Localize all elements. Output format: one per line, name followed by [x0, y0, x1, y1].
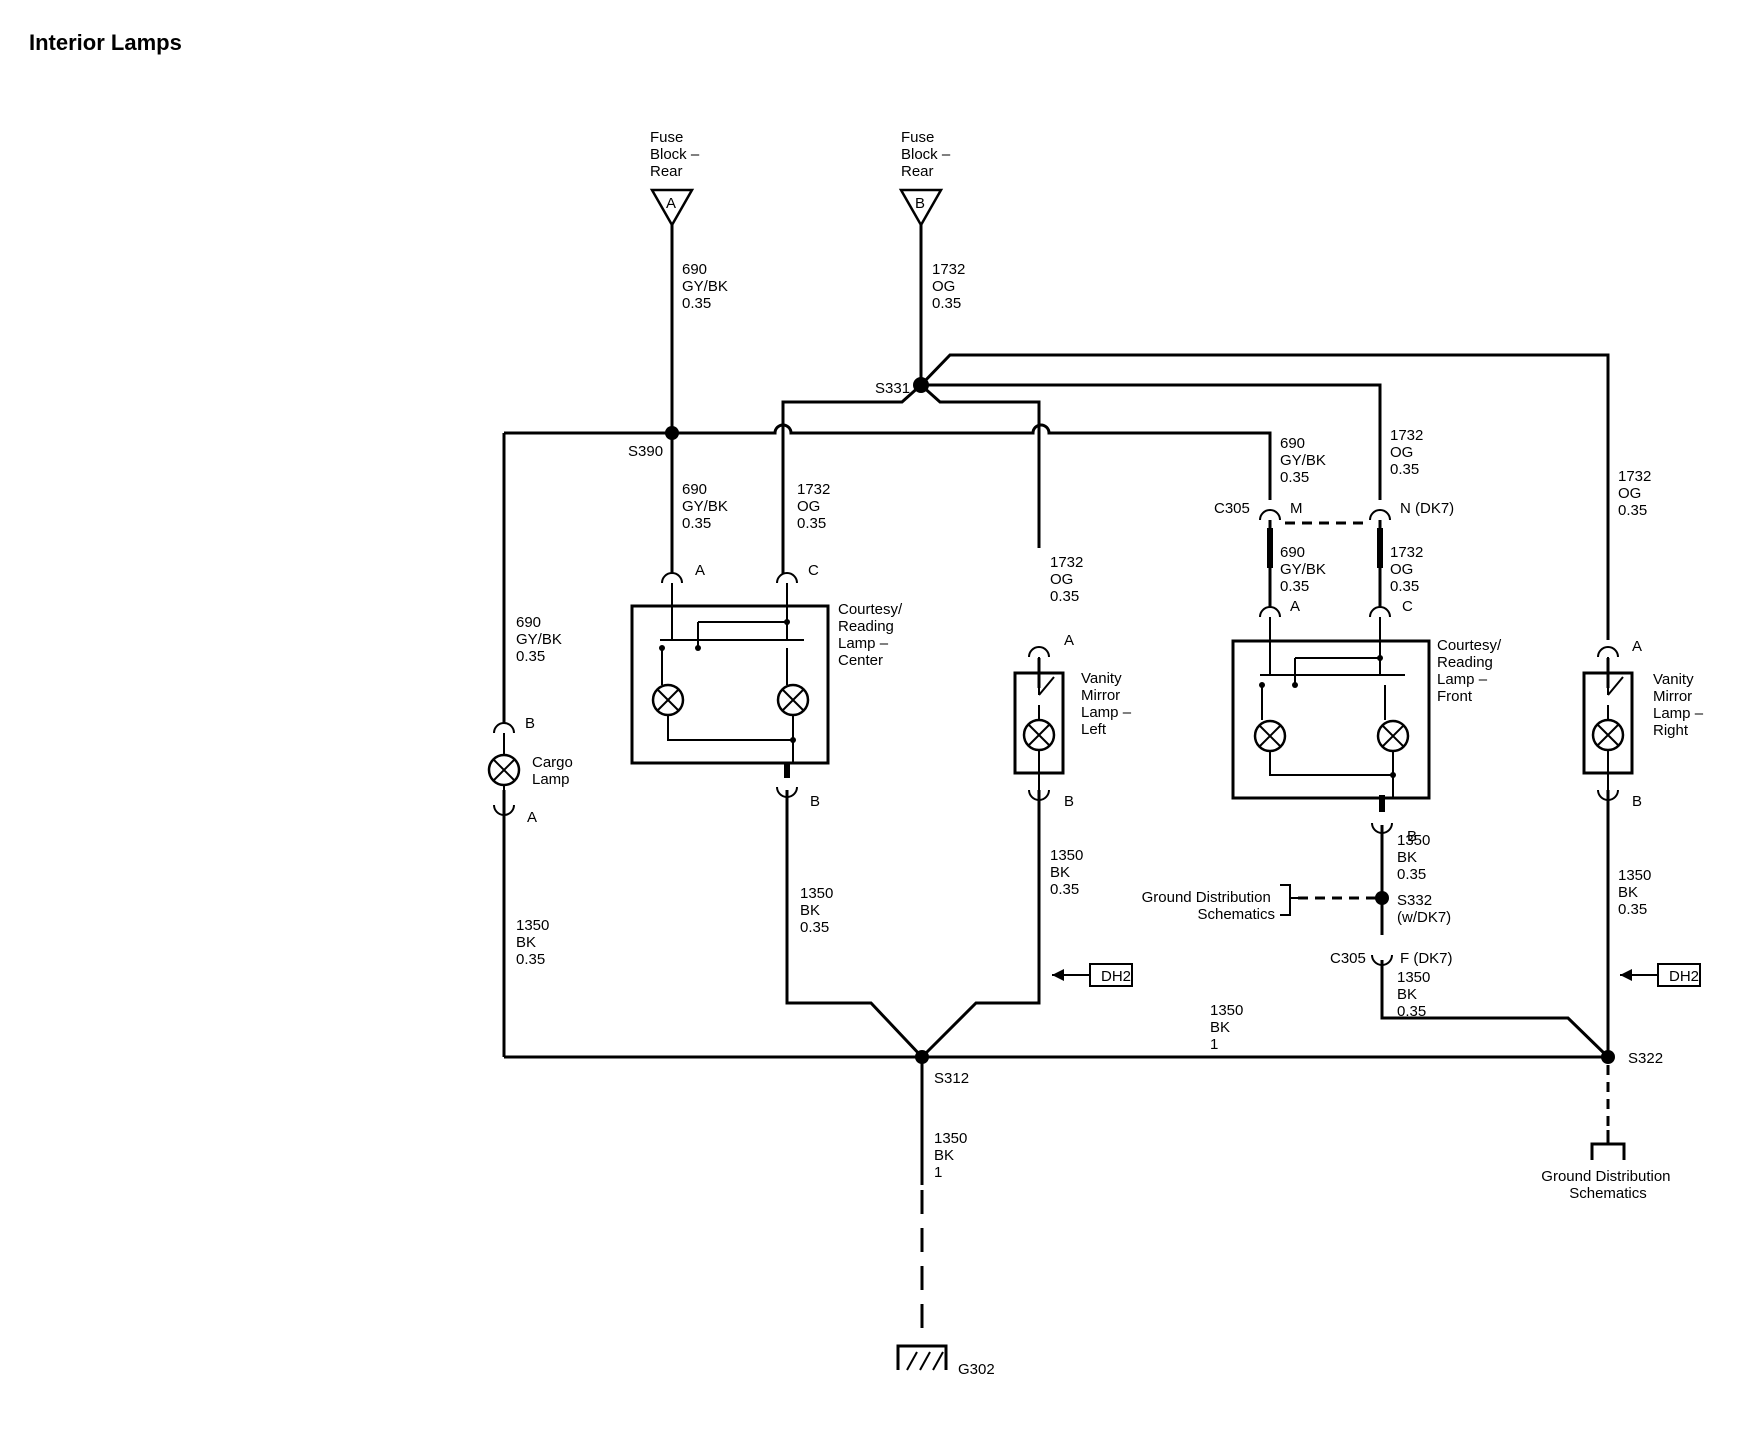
wire-1350-ground: 1350 BK 1 [934, 1130, 972, 1181]
courtesy-lamp-front [1231, 617, 1431, 800]
wire-1350-center: 1350 BK 0.35 [800, 885, 838, 936]
ground-g302-symbol [896, 1344, 948, 1371]
wire-1350-vanleft: 1350 BK 0.35 [1050, 847, 1088, 898]
vanity-lamp-right [1582, 657, 1634, 790]
fuse-block-a [649, 188, 695, 228]
connector-c305-f: F (DK7) [1400, 950, 1453, 967]
page-title: Interior Lamps [29, 30, 182, 55]
ref-ground-dist-right: Ground Distribution Schematics [1541, 1168, 1674, 1202]
wire-690-cargo: 690 GY/BK 0.35 [516, 614, 566, 665]
pin-center-c: C [808, 562, 819, 579]
wire-690-front: 690 GY/BK 0.35 [1280, 544, 1330, 595]
wire-1732-center: 1732 OG 0.35 [797, 481, 835, 532]
wire-1732-c305: 1732 OG 0.35 [1390, 427, 1428, 478]
connector-c305-bottom: C305 [1330, 950, 1366, 967]
pin-vanright-b: B [1632, 793, 1642, 810]
dh2-left-box [1089, 963, 1133, 987]
ground-dist-left-bracket [1280, 884, 1300, 916]
fuse-b-pin: B [915, 195, 925, 212]
wire-1350-vanright: 1350 BK 0.35 [1618, 867, 1656, 918]
pin-cargo-a: A [527, 809, 537, 826]
wire-1732-top: 1732 OG 0.35 [932, 261, 970, 312]
wire-1732-right: 1732 OG 0.35 [1618, 468, 1656, 519]
pin-vanleft-b: B [1064, 793, 1074, 810]
vanity-lamp-left [1013, 657, 1065, 790]
ref-dh2-right: DH2 [1669, 968, 1699, 985]
ref-g302: G302 [958, 1361, 995, 1378]
connector-c305-m: M [1290, 500, 1303, 517]
fuse-a-label: Fuse Block – Rear [650, 129, 703, 180]
splice-s322: S322 [1628, 1050, 1663, 1067]
pin-center-b: B [810, 793, 820, 810]
pin-cargo-b: B [525, 715, 535, 732]
splice-s331: S331 [875, 380, 910, 397]
wire-690-top: 690 GY/BK 0.35 [682, 261, 732, 312]
courtesy-lamp-center [630, 583, 830, 765]
ref-ground-dist-left: Ground Distribution Schematics [1142, 889, 1275, 923]
label-vanity-right: Vanity Mirror Lamp – Right [1653, 671, 1707, 739]
ref-dh2-left: DH2 [1101, 968, 1131, 985]
wire-1350-mid: 1350 BK 1 [1210, 1002, 1248, 1053]
labels: Fuse Block – Rear A Fuse Block – Rear B … [516, 129, 1707, 1378]
pin-center-a: A [695, 562, 705, 579]
fuse-a-pin: A [666, 195, 676, 212]
splice-s312: S312 [934, 1070, 969, 1087]
fuse-b-label: Fuse Block – Rear [901, 129, 954, 180]
splice-s332: S332 (w/DK7) [1397, 892, 1451, 926]
label-courtesy-center: Courtesy/ Reading Lamp – Center [838, 601, 906, 669]
ground-dist-right-symbol [1590, 1130, 1626, 1160]
cargo-lamp [487, 733, 521, 805]
connector-c305-n: N (DK7) [1400, 500, 1454, 517]
connector-c305-top: C305 [1214, 500, 1250, 517]
wire-690-center: 690 GY/BK 0.35 [682, 481, 732, 532]
wire-1732-front: 1732 OG 0.35 [1390, 544, 1428, 595]
pin-vanleft-a: A [1064, 632, 1074, 649]
connector-caps [493, 509, 1619, 966]
pin-front-a: A [1290, 598, 1300, 615]
fuse-block-b [898, 188, 944, 228]
pin-vanright-a: A [1632, 638, 1642, 655]
pin-front-b: B [1407, 828, 1417, 845]
wire-1350-front: 1350 BK 0.35 [1397, 832, 1435, 883]
splice-s390: S390 [628, 443, 663, 460]
dh2-right-box [1657, 963, 1701, 987]
label-cargo-lamp: Cargo Lamp [532, 754, 577, 788]
pin-front-c: C [1402, 598, 1413, 615]
label-courtesy-front: Courtesy/ Reading Lamp – Front [1437, 637, 1505, 705]
wire-1350-cargo: 1350 BK 0.35 [516, 917, 554, 968]
label-vanity-left: Vanity Mirror Lamp – Left [1081, 670, 1135, 738]
splice-dots [665, 377, 1615, 1064]
wire-1350-front-lower: 1350 BK 0.35 [1397, 969, 1435, 1020]
wire-1732-vanleft: 1732 OG 0.35 [1050, 554, 1088, 605]
wire-690-c305: 690 GY/BK 0.35 [1280, 435, 1330, 486]
wires [502, 225, 1658, 1340]
